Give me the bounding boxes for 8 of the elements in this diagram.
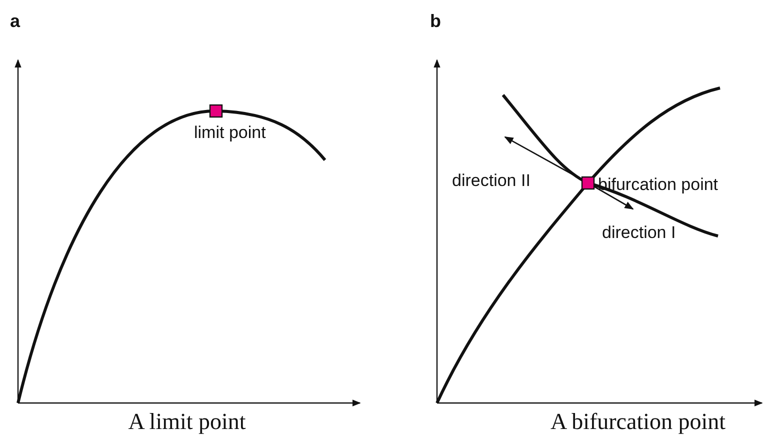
direction-label: direction II <box>452 172 530 189</box>
panel-letter: a <box>10 12 20 30</box>
panel-caption: A limit point <box>128 410 246 433</box>
point-label: limit point <box>194 124 266 141</box>
direction-label: direction I <box>602 224 676 241</box>
panel-letter: b <box>430 12 441 30</box>
panel-caption: A bifurcation point <box>550 410 726 433</box>
point-label: bifurcation point <box>598 176 718 193</box>
